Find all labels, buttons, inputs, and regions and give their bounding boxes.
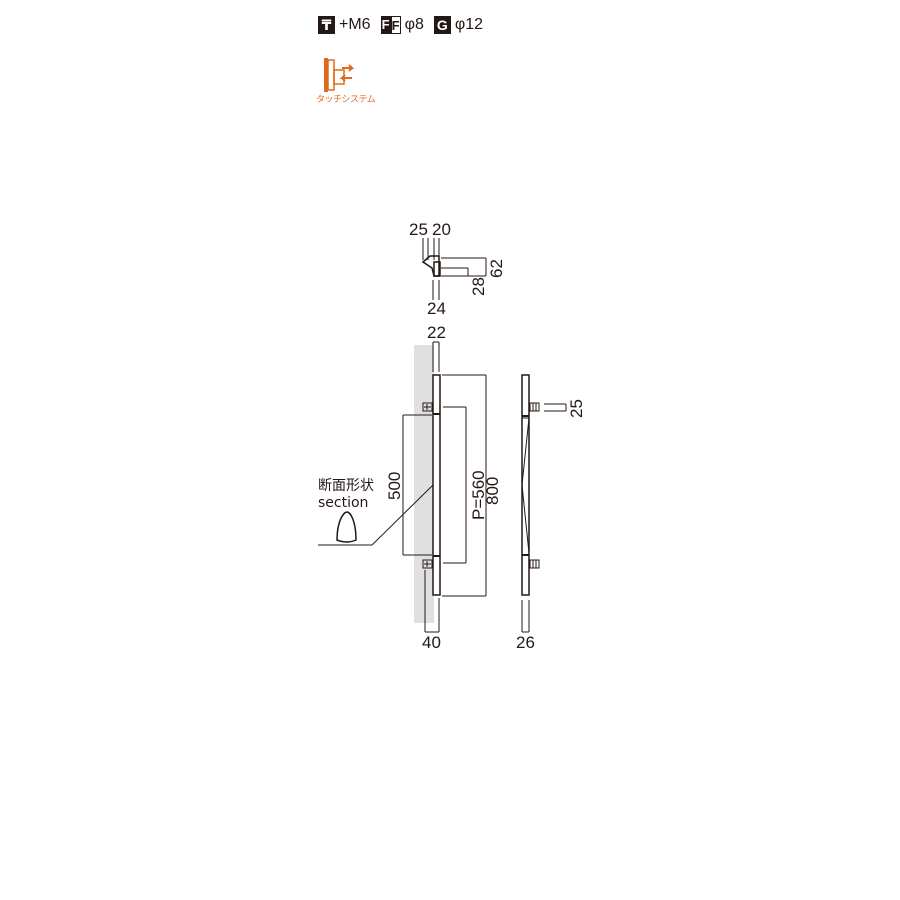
g-hole-icon: G [433, 16, 451, 34]
dim-top-62: 62 [487, 259, 506, 278]
dim-top-25: 25 [409, 220, 428, 239]
dim-front-500: 500 [385, 472, 404, 500]
dim-front-800: 800 [483, 477, 502, 505]
dim-front-pitch: P=560 [469, 470, 488, 520]
dim-front-22: 22 [427, 323, 446, 342]
spec-g-value: φ12 [454, 16, 484, 33]
touch-system-icon [324, 58, 355, 92]
dim-top-28: 28 [469, 277, 488, 296]
spec-screw: ₸ +M6 [318, 16, 371, 34]
spec-g: G φ12 [433, 16, 484, 34]
touch-system-label: タッチシステム [316, 94, 376, 104]
dim-front-40: 40 [422, 633, 441, 652]
top-view [421, 238, 487, 300]
dim-side-25: 25 [567, 399, 586, 418]
section-label-en: section [318, 495, 368, 511]
spec-screw-value: +M6 [339, 16, 371, 33]
spec-ff-value: φ8 [404, 16, 424, 33]
dim-side-26: 26 [516, 633, 535, 652]
side-view [521, 374, 567, 633]
dim-top-20: 20 [432, 220, 451, 239]
section-label-jp: 断面形状 [318, 478, 374, 494]
screw-fixing-icon: ₸ [318, 16, 335, 34]
front-view [318, 341, 487, 633]
dim-top-24: 24 [427, 299, 446, 318]
